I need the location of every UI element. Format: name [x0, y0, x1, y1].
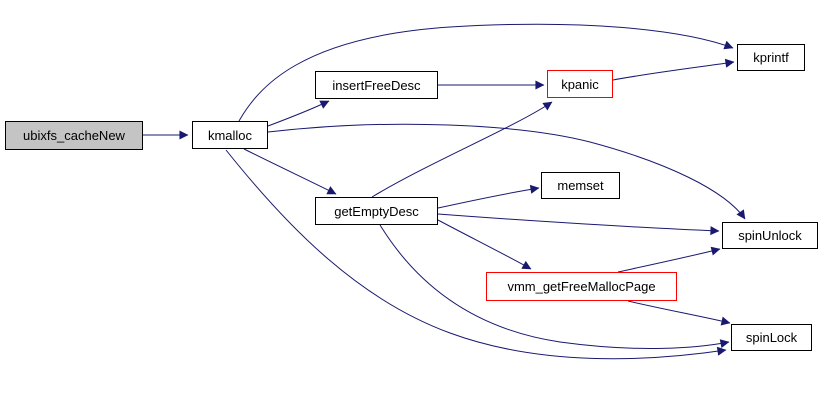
edge-getEmptyDesc--spinLock [379, 224, 730, 350]
node-label: kmalloc [207, 127, 253, 143]
edge-kmalloc--kprintf [238, 23, 734, 122]
node-label: getEmptyDesc [334, 203, 419, 219]
node-kmalloc[interactable]: kmalloc [192, 121, 268, 149]
edge-kmalloc--getEmptyDesc [243, 148, 337, 195]
node-kpanic[interactable]: kpanic [547, 70, 613, 98]
node-vmm_getFreeMallocPage[interactable]: vmm_getFreeMallocPage [486, 272, 677, 301]
edge-getEmptyDesc--vmm_getFreeMallocPage [437, 219, 532, 270]
node-getEmptyDesc[interactable]: getEmptyDesc [315, 197, 438, 225]
node-label: ubixfs_cacheNew [23, 128, 125, 143]
node-label: insertFreeDesc [332, 77, 421, 93]
node-label: kpanic [561, 76, 599, 92]
node-label: spinUnlock [738, 228, 802, 243]
node-memset[interactable]: memset [541, 172, 620, 199]
edge-getEmptyDesc--kpanic [371, 101, 553, 198]
node-label: spinLock [745, 330, 798, 345]
edge-vmm_getFreeMallocPage--spinLock [627, 300, 731, 326]
node-label: kprintf [753, 50, 789, 65]
edge-kpanic--kprintf [612, 58, 735, 81]
edge-kmalloc--spinLock [225, 149, 727, 360]
node-spinLock[interactable]: spinLock [731, 324, 812, 351]
edge-kmalloc--insertFreeDesc [267, 100, 330, 127]
edge-getEmptyDesc--memset [437, 184, 540, 209]
node-insertFreeDesc[interactable]: insertFreeDesc [315, 71, 438, 99]
node-label: vmm_getFreeMallocPage [507, 279, 656, 294]
node-ubixfs_cacheNew: ubixfs_cacheNew [5, 121, 143, 150]
edge-getEmptyDesc--spinUnlock [437, 213, 720, 236]
edge-kmalloc--spinUnlock [267, 123, 746, 220]
node-kprintf[interactable]: kprintf [737, 44, 805, 71]
node-label: memset [557, 178, 604, 193]
node-spinUnlock[interactable]: spinUnlock [722, 222, 818, 249]
edge-vmm_getFreeMallocPage--spinUnlock [617, 246, 721, 273]
